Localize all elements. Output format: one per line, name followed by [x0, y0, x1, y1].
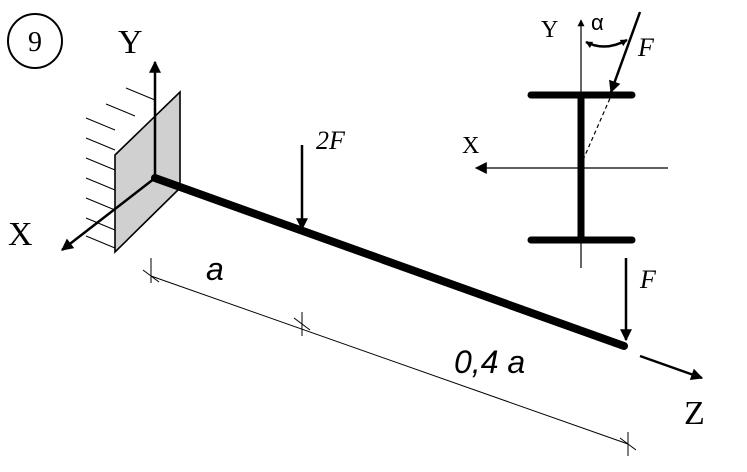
cross-section-view: α Y X F	[462, 10, 668, 268]
dimension-lines	[142, 258, 637, 456]
problem-number: 9	[28, 27, 42, 58]
i-beam-section	[527, 91, 636, 244]
section-x-label: X	[462, 133, 479, 159]
angle-alpha-label: α	[591, 10, 604, 35]
x-axis-label: X	[8, 216, 33, 253]
angle-alpha-arc	[585, 38, 628, 49]
x-axis-arrow	[61, 177, 156, 251]
main-axes: Y X Z	[8, 24, 705, 432]
section-y-label: Y	[541, 17, 558, 43]
load-f-tip-label: F	[639, 265, 657, 294]
section-force-label: F	[637, 33, 655, 62]
load-f-tip: F	[620, 258, 657, 342]
fixed-support-wall	[85, 87, 181, 254]
dimension-a-label: a	[206, 251, 224, 287]
section-force-arrow	[609, 11, 642, 94]
y-axis-label: Y	[118, 24, 143, 61]
beam	[151, 174, 628, 350]
force-line-of-action	[582, 95, 612, 161]
load-2f-label: 2F	[316, 126, 346, 155]
dimension-0-4a-label: 0,4 a	[454, 344, 525, 380]
problem-number-badge: 9	[7, 13, 63, 69]
z-axis-label: Z	[684, 395, 705, 432]
load-2f: 2F	[296, 126, 346, 231]
z-axis-arrow	[639, 354, 704, 381]
